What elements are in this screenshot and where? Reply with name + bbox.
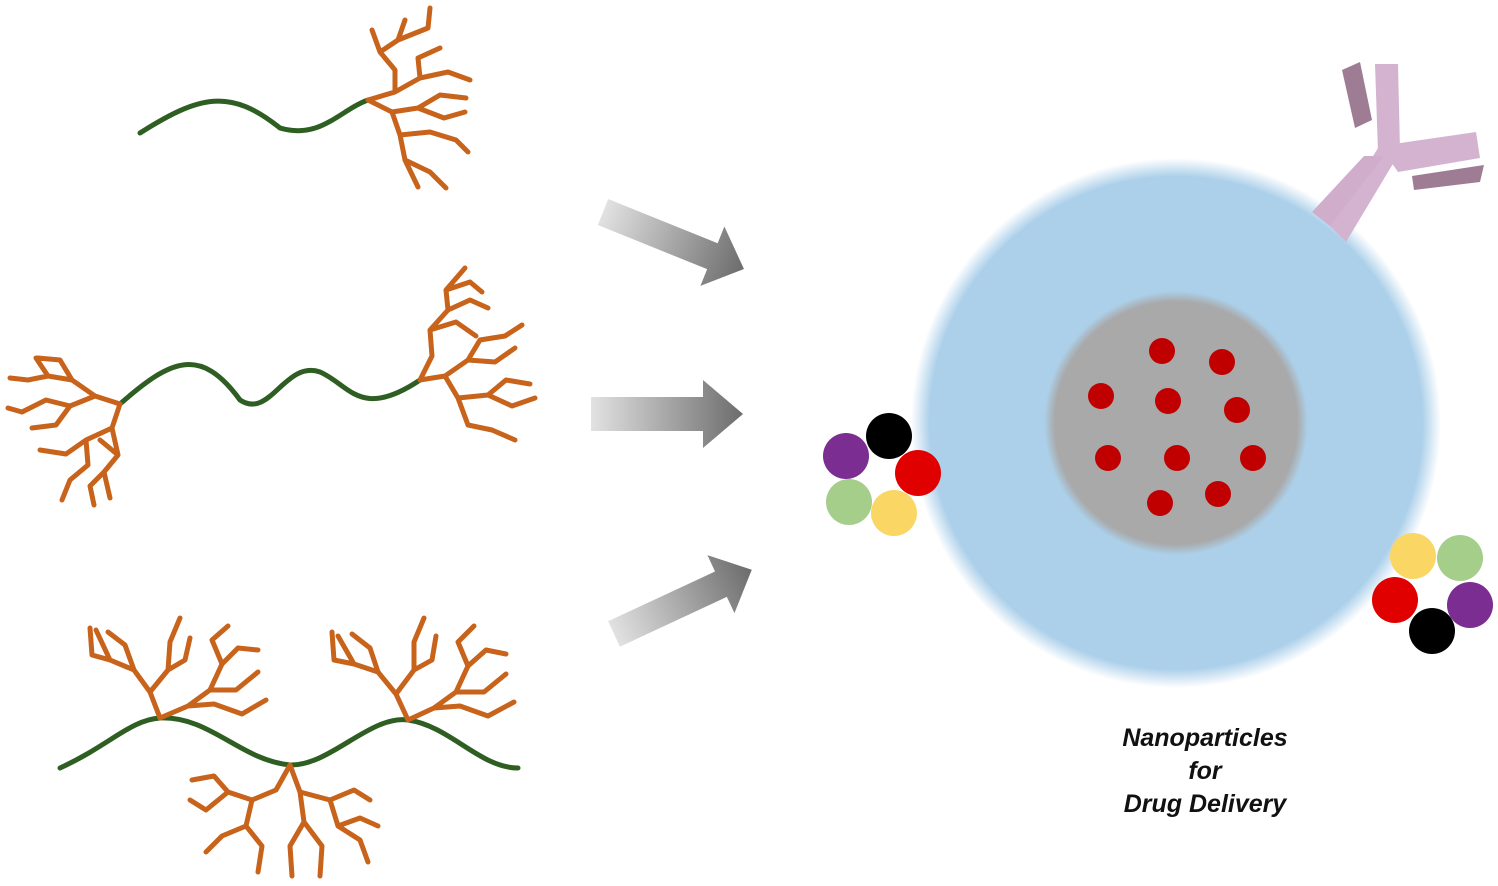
- caption-line-3: Drug Delivery: [1123, 790, 1287, 818]
- arrow-top: [597, 199, 744, 286]
- dendron-branch-top-left: [87, 615, 269, 721]
- polymer-backbone: [117, 362, 423, 407]
- arrow-bottom: [608, 555, 752, 647]
- drug-molecule: [1095, 445, 1121, 471]
- polymer-dendronized: [57, 615, 521, 879]
- drug-molecule: [1205, 481, 1231, 507]
- antibody-shade-arm: [1412, 165, 1484, 190]
- ligand-yellow: [871, 490, 917, 536]
- polymer-dendritic-linear-dendritic: [5, 265, 538, 508]
- ligand-green: [826, 479, 872, 525]
- antibody-shade-arm: [1342, 62, 1372, 128]
- drug-molecule: [1164, 445, 1190, 471]
- ligand-green: [1437, 535, 1483, 581]
- dendron-branch-bottom: [187, 762, 381, 879]
- ligand-cluster-left: [823, 413, 941, 536]
- dendron-branch-top-right: [329, 615, 517, 723]
- ligand-cluster-right: [1372, 533, 1493, 654]
- caption-line-2: for: [1188, 757, 1222, 785]
- antibody: [1312, 62, 1484, 242]
- drug-molecules: [1088, 338, 1266, 516]
- ligand-black: [866, 413, 912, 459]
- nanoparticle-core: [1044, 291, 1308, 555]
- drug-molecule: [1240, 445, 1266, 471]
- ligand-purple: [1447, 582, 1493, 628]
- drug-molecule: [1149, 338, 1175, 364]
- antibody-arm: [1375, 64, 1400, 152]
- ligand-black: [1409, 608, 1455, 654]
- drug-molecule: [1209, 349, 1235, 375]
- polymer-linear-dendritic: [137, 5, 473, 191]
- ligand-red: [895, 450, 941, 496]
- dendron-branch: [365, 5, 473, 191]
- drug-molecule: [1147, 490, 1173, 516]
- antibody-stem: [1312, 156, 1384, 226]
- ligand-yellow: [1390, 533, 1436, 579]
- drug-molecule: [1224, 397, 1250, 423]
- drug-molecule: [1155, 388, 1181, 414]
- drug-molecule: [1088, 383, 1114, 409]
- dendron-branch-right: [417, 265, 538, 443]
- arrow-middle: [591, 380, 743, 448]
- caption-line-1: Nanoparticles: [1122, 724, 1288, 752]
- nanoparticle-caption: Nanoparticles for Drug Delivery: [1060, 722, 1350, 821]
- antibody-arm: [1380, 132, 1480, 172]
- antibody-stem: [1330, 148, 1400, 242]
- polymer-backbone: [57, 715, 521, 771]
- ligand-purple: [823, 433, 869, 479]
- ligand-red: [1372, 577, 1418, 623]
- nanoparticle: [911, 158, 1441, 688]
- polymer-backbone: [137, 97, 371, 136]
- dendron-branch-left: [5, 355, 123, 508]
